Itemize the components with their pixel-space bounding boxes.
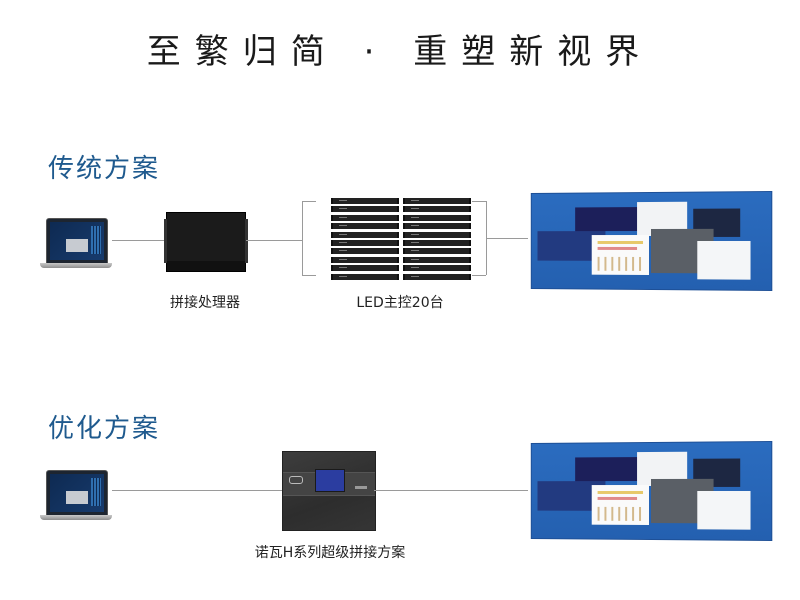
connector-line xyxy=(112,490,282,491)
led-controller-icon xyxy=(331,198,399,282)
section-title-traditional: 传统方案 xyxy=(48,154,161,184)
bracket-tick xyxy=(302,201,316,202)
nova-h-series-label: 诺瓦H系列超级拼接方案 xyxy=(254,545,406,561)
connector-line xyxy=(374,490,528,491)
led-display-wall-icon xyxy=(530,440,773,542)
connector-line xyxy=(486,238,528,239)
headline: 至繁归简 · 重塑新视界 xyxy=(146,32,654,72)
bracket-left xyxy=(302,201,303,275)
bracket-tick xyxy=(472,201,486,202)
bracket-tick xyxy=(302,275,316,276)
connector-line xyxy=(112,240,166,241)
laptop-icon xyxy=(40,218,112,274)
led-controllers-label: LED主控20台 xyxy=(356,295,444,311)
led-controller-icon xyxy=(403,198,471,282)
h-series-processor-icon xyxy=(282,451,376,531)
bracket-tick xyxy=(472,275,486,276)
processor-icon xyxy=(164,212,248,272)
section-title-optimized: 优化方案 xyxy=(48,414,161,444)
laptop-icon xyxy=(40,470,112,526)
led-display-wall-icon xyxy=(530,190,773,292)
connector-line xyxy=(246,240,302,241)
splicing-processor-label: 拼接处理器 xyxy=(170,295,240,311)
